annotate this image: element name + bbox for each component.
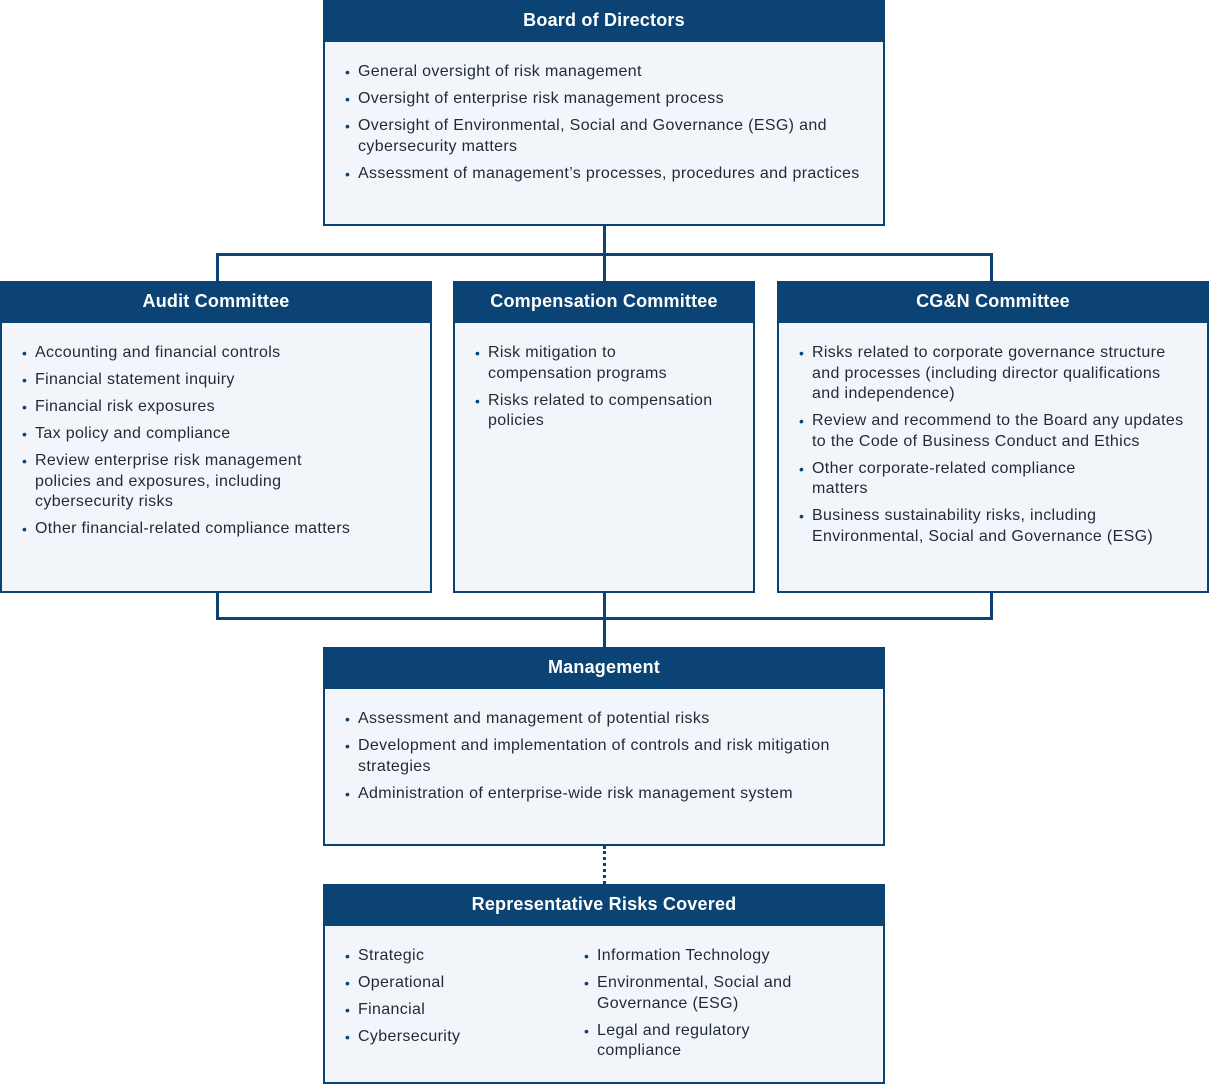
list-item: Tax policy and compliance [22, 424, 410, 445]
list-item: Risks related to compensation policies [475, 391, 713, 432]
list-item: Review enterprise risk management polici… [22, 451, 410, 513]
cgn-title: CG&N Committee [778, 282, 1208, 323]
management-box: Management Assessment and management of … [323, 647, 885, 846]
list-item: Strategic [345, 946, 584, 967]
list-item: Financial [345, 1000, 584, 1021]
compensation-committee-box: Compensation Committee Risk mitigation t… [453, 281, 755, 593]
list-item: Accounting and financial controls [22, 343, 410, 364]
list-item: Risk mitigation to compensation programs [475, 343, 713, 384]
risks-columns: Strategic Operational Financial Cybersec… [325, 926, 883, 1068]
cgn-committee-box: CG&N Committee Risks related to corporat… [777, 281, 1209, 593]
list-item: Other corporate-related compliance matte… [799, 459, 1191, 500]
connector-to-audit [216, 253, 219, 282]
list-item: Operational [345, 973, 584, 994]
connector-from-compensation [603, 592, 606, 649]
list-item: Information Technology [584, 946, 853, 967]
audit-list: Accounting and financial controls Financ… [2, 323, 430, 540]
list-item: General oversight of risk management [345, 62, 865, 83]
list-item: Review and recommend to the Board any up… [799, 411, 1191, 452]
list-item: Other financial-related compliance matte… [22, 519, 410, 540]
cgn-list: Risks related to corporate governance st… [779, 323, 1207, 547]
compensation-title: Compensation Committee [454, 282, 754, 323]
connector-to-compensation [603, 253, 606, 282]
risks-right-list: Information Technology Environmental, So… [584, 926, 883, 1068]
representative-risks-box: Representative Risks Covered Strategic O… [323, 884, 885, 1084]
connector-to-cgn [990, 253, 993, 282]
management-title: Management [324, 648, 884, 689]
connector-from-cgn [990, 592, 993, 619]
board-title: Board of Directors [324, 1, 884, 42]
list-item: Assessment and management of potential r… [345, 709, 833, 730]
list-item: Business sustainability risks, including… [799, 506, 1191, 547]
audit-title: Audit Committee [1, 282, 431, 323]
dotted-connector [603, 846, 606, 884]
list-item: Risks related to corporate governance st… [799, 343, 1191, 405]
list-item: Financial risk exposures [22, 397, 410, 418]
connector-board-down [603, 225, 606, 255]
list-item: Legal and regulatory compliance [584, 1021, 853, 1062]
board-list: General oversight of risk management Ove… [325, 42, 883, 184]
connector-from-audit [216, 592, 219, 619]
list-item: Oversight of Environmental, Social and G… [345, 116, 865, 157]
list-item: Development and implementation of contro… [345, 736, 833, 777]
list-item: Environmental, Social and Governance (ES… [584, 973, 853, 1014]
management-list: Assessment and management of potential r… [325, 689, 883, 804]
connector-bottom-horizontal [216, 617, 993, 620]
list-item: Cybersecurity [345, 1027, 584, 1048]
list-item: Oversight of enterprise risk management … [345, 89, 865, 110]
risks-title: Representative Risks Covered [324, 885, 884, 926]
board-of-directors-box: Board of Directors General oversight of … [323, 0, 885, 226]
compensation-list: Risk mitigation to compensation programs… [455, 323, 753, 432]
list-item: Financial statement inquiry [22, 370, 410, 391]
audit-committee-box: Audit Committee Accounting and financial… [0, 281, 432, 593]
risks-left-list: Strategic Operational Financial Cybersec… [325, 926, 584, 1068]
list-item: Administration of enterprise-wide risk m… [345, 784, 833, 805]
list-item: Assessment of management’s processes, pr… [345, 164, 865, 185]
